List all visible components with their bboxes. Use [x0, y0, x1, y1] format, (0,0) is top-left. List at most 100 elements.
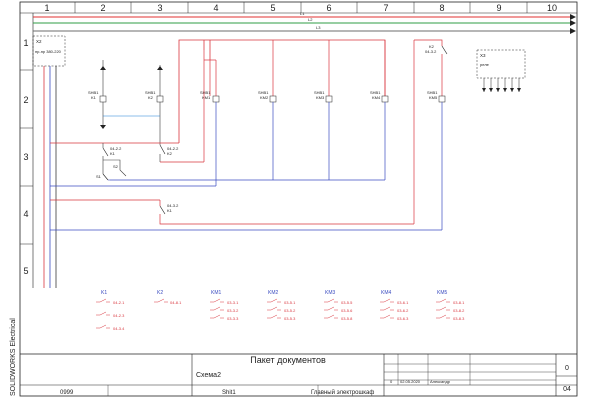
- column-label: 10: [547, 3, 557, 13]
- title-author: Александр: [430, 379, 451, 384]
- title-sheet-no: 0: [565, 365, 569, 372]
- column-label: 9: [496, 3, 501, 13]
- contact-k1-a-tag: 04-2.2: [110, 146, 122, 151]
- contact-k1-a[interactable]: 04-2.2 K1: [102, 143, 122, 174]
- title-date: 02.05.2020: [400, 379, 421, 384]
- contact-k1-b[interactable]: 04-3.2 K1: [159, 200, 179, 225]
- xref-k1[interactable]: K1 04-2.1 04-2.3 04-3.4: [96, 290, 125, 331]
- bus-l1-label: L1: [300, 11, 305, 16]
- coil-km4-tag: SHB1: [370, 90, 381, 95]
- coil-k1-tag: SHB1: [88, 90, 99, 95]
- ground-arrow-k1-bottom: [100, 125, 106, 129]
- coil-km1[interactable]: SHB1 KM1: [200, 60, 220, 186]
- power-buses: L1 L2 L3: [33, 11, 576, 34]
- xref-k1-contact: [96, 311, 110, 316]
- xref-km4-item: 03-6.1: [397, 300, 409, 305]
- coil-km2-tag: SHB1: [258, 90, 269, 95]
- column-label: 8: [439, 3, 444, 13]
- side-label: SOLIDWORKS Electrical: [10, 318, 17, 396]
- contact-k2-top[interactable]: K2 04-3.2: [413, 39, 448, 224]
- xref-km4[interactable]: KM4 03-6.1 03-6.2 03-6.3: [380, 290, 409, 321]
- coil-k2[interactable]: SHB1 K2: [145, 65, 164, 145]
- xref-km5-title: KM5: [437, 290, 448, 296]
- column-label: 7: [383, 3, 388, 13]
- contact-k1-b-sub: K1: [167, 208, 173, 213]
- xref-km1-item: 03-3.1: [227, 300, 239, 305]
- switch-s1-tag: S1: [96, 174, 102, 179]
- xref-k2-contact: [154, 298, 168, 303]
- coil-km1-sub: KM1: [202, 95, 211, 100]
- relay-x3-label: реле: [480, 62, 490, 67]
- switch-s2-tag: S2: [113, 164, 119, 169]
- title-page: 04: [563, 386, 571, 393]
- coil-k2-body: [156, 95, 164, 103]
- coil-km2-sub: KM2: [260, 95, 269, 100]
- relay-x3-box: [476, 49, 526, 79]
- contact-k2-a-tag: 04-2.2: [167, 146, 179, 151]
- switch-s1[interactable]: S1: [96, 173, 110, 181]
- row-label: 1: [23, 38, 28, 48]
- xref-km2[interactable]: KM2 03-5.1 03-5.2 03-5.3: [267, 290, 296, 321]
- contact-k2-a[interactable]: 04-2.2 K2: [159, 144, 204, 163]
- coil-km3-body: [325, 95, 333, 103]
- xref-k1-item: 04-2.1: [113, 300, 125, 305]
- coil-km4[interactable]: SHB1 KM4: [370, 40, 389, 180]
- coil-km5[interactable]: SHB1 KM5: [427, 58, 446, 230]
- row-headers: 1 2 3 4 5: [20, 38, 33, 276]
- xref-km3[interactable]: KM3 03-5.5 03-5.6 03-5.8: [324, 290, 353, 321]
- column-label: 3: [157, 3, 162, 13]
- column-label: 6: [326, 3, 331, 13]
- bus-l3-arrow: [570, 28, 576, 34]
- xref-km5-item: 03-8.1: [453, 300, 465, 305]
- coil-km1-body: [212, 95, 220, 103]
- xref-km1-title: KM1: [211, 290, 222, 296]
- switch-s2[interactable]: S2: [103, 159, 127, 177]
- coil-km5-sub: KM5: [429, 95, 438, 100]
- coil-km3[interactable]: SHB1 KM3: [314, 40, 333, 180]
- xref-km1-item: 03-3.2: [227, 308, 239, 313]
- coil-k1[interactable]: SHB1 K1: [88, 60, 107, 125]
- xref-km5-item: 03-8.2: [453, 308, 465, 313]
- coil-k2-tag: SHB1: [145, 90, 156, 95]
- ground-arrow-k2: [157, 66, 163, 70]
- row-label: 4: [23, 209, 28, 219]
- xref-km3-item: 03-5.6: [341, 308, 353, 313]
- column-headers: 1 2 3 4 5 6 7 8 9 10: [44, 2, 557, 13]
- bus-l1-arrow: [570, 14, 576, 20]
- title-project: Пакет документов: [250, 355, 326, 365]
- coil-km3-sub: KM3: [316, 95, 325, 100]
- xref-k2-title: K2: [157, 290, 163, 296]
- xref-k2[interactable]: K2 04-8.1: [154, 290, 182, 305]
- xref-km1[interactable]: KM1 03-3.1 03-3.2 03-3.3: [210, 290, 239, 321]
- xref-km5-item: 03-8.3: [453, 316, 465, 321]
- converter-x2[interactable]: X2 пр-пр 380-220: [32, 35, 66, 67]
- title-sheet-name: Shit1: [222, 390, 236, 396]
- xref-km5[interactable]: KM5 03-8.1 03-8.2 03-8.3: [436, 290, 465, 321]
- bus-l2-label: L2: [308, 17, 313, 22]
- coil-km4-sub: KM4: [372, 95, 381, 100]
- xref-km4-item: 03-6.2: [397, 308, 409, 313]
- row-label: 3: [23, 152, 28, 162]
- title-rev: 0: [390, 379, 393, 384]
- sheet-frame: [19, 1, 578, 397]
- xref-km3-item: 03-5.5: [341, 300, 353, 305]
- relay-x3-tag: X3: [480, 53, 486, 58]
- coil-k1-body: [99, 95, 107, 103]
- relay-x3[interactable]: X3 реле: [476, 49, 526, 92]
- coil-km1-tag: SHB1: [200, 90, 211, 95]
- xref-km1-item: 03-3.3: [227, 316, 239, 321]
- bus-l3-label: L3: [316, 25, 321, 30]
- contact-k2-top-tag: K2: [429, 44, 435, 49]
- column-label: 5: [270, 3, 275, 13]
- xref-k1-contact: [96, 298, 110, 303]
- xref-km2-title: KM2: [268, 290, 279, 296]
- xref-km4-item: 03-6.3: [397, 316, 409, 321]
- title-block: Пакет документов Схема2 0 04 0 02.05.202…: [20, 353, 577, 396]
- xref-km3-item: 03-5.8: [341, 316, 353, 321]
- coil-km2[interactable]: SHB1 KM2: [258, 40, 277, 180]
- contact-k2-top-sub: 04-3.2: [425, 49, 437, 54]
- coil-k2-sub: K2: [148, 95, 154, 100]
- row-label: 2: [23, 95, 28, 105]
- xref-k1-item: 04-3.4: [113, 326, 125, 331]
